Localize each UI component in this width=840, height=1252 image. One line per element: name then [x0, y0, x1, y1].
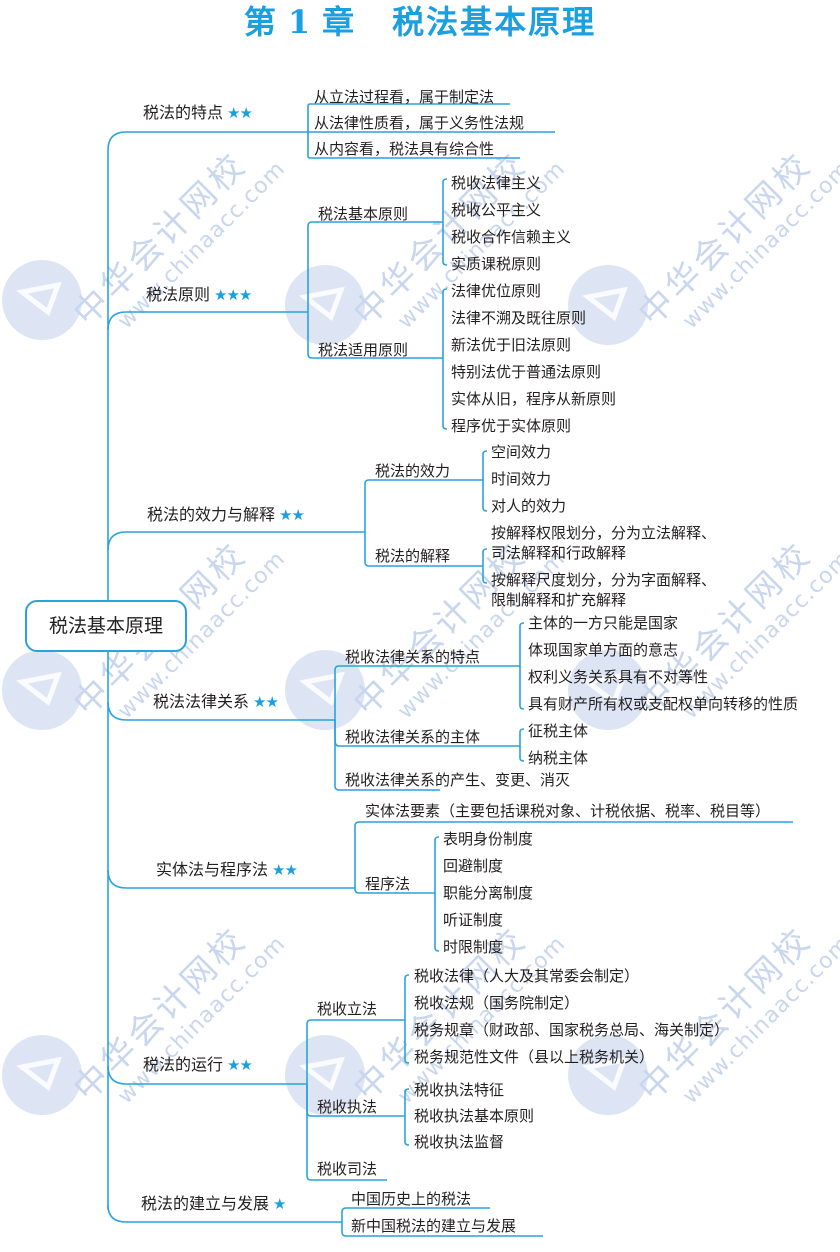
leaf-item: 税收法律主义 [451, 174, 542, 192]
leaf-item: 按解释权限划分，分为立法解释、司法解释和行政解释 [491, 524, 717, 562]
leaf-item: 权利义务关系具有不对等性 [528, 668, 709, 686]
sub-branch-substantive-elements: 实体法要素（主要包括课税对象、计税依据、税率、税目等） [365, 802, 771, 820]
leaf-item: 税收公平主义 [451, 201, 542, 219]
sub-branch-relationship-lifecycle: 税收法律关系的产生、变更、消灭 [345, 771, 571, 789]
sub-branch-procedural-law: 程序法 [365, 875, 411, 893]
leaf-item: 税务规章（财政部、国家税务总局、海关制定） [414, 1021, 730, 1039]
branch-label: 税法的效力与解释 [147, 505, 276, 524]
leaf-item: 税收合作信赖主义 [451, 228, 572, 246]
sub-branch-effect: 税法的效力 [375, 462, 451, 480]
branch-effect-and-interpretation: 税法的效力与解释★★ [147, 505, 305, 525]
leaf-item: 程序优于实体原则 [451, 417, 572, 435]
root-node: 税法基本原理 [25, 600, 187, 652]
branch-substantive-and-procedural-law: 实体法与程序法★★ [156, 860, 298, 880]
importance-stars-icon: ★★ [227, 1056, 253, 1074]
branch-label: 税法法律关系 [153, 692, 250, 711]
sub-branch-tax-enforcement: 税收执法 [317, 1098, 378, 1116]
sub-branch-tax-judiciary: 税收司法 [317, 1160, 378, 1178]
sub-branch-interpretation: 税法的解释 [375, 547, 451, 565]
branch-label: 实体法与程序法 [156, 860, 269, 879]
branch-tax-law-principles: 税法原则★★★ [146, 285, 252, 305]
leaf-item: 听证制度 [443, 911, 504, 929]
sub-branch-tax-legislation: 税收立法 [317, 1000, 378, 1018]
leaf-item: 税收执法基本原则 [414, 1107, 535, 1125]
branch-label: 税法的运行 [143, 1055, 224, 1074]
leaf-item: 实体从旧，程序从新原则 [451, 390, 617, 408]
leaf-item: 按解释尺度划分，分为字面解释、限制解释和扩充解释 [491, 571, 717, 609]
importance-stars-icon: ★★ [253, 693, 279, 711]
branch-legal-relationship: 税法法律关系★★ [153, 692, 279, 712]
leaf-item: 从法律性质看，属于义务性法规 [314, 114, 525, 132]
leaf-item: 新法优于旧法原则 [451, 336, 572, 354]
leaf-item: 体现国家单方面的意志 [528, 641, 679, 659]
sub-branch-relationship-features: 税收法律关系的特点 [345, 648, 481, 666]
leaf-item: 具有财产所有权或支配权单向转移的性质 [528, 695, 799, 713]
branch-label: 税法的特点 [143, 103, 224, 122]
branch-tax-law-features: 税法的特点★★ [143, 103, 253, 123]
leaf-item: 对人的效力 [491, 497, 567, 515]
leaf-item: 法律不溯及既往原则 [451, 309, 587, 327]
leaf-item: 新中国税法的建立与发展 [351, 1217, 517, 1235]
leaf-item: 征税主体 [528, 722, 589, 740]
leaf-item: 表明身份制度 [443, 830, 534, 848]
leaf-item: 税务规范性文件（县以上税务机关） [414, 1048, 655, 1066]
leaf-item: 时间效力 [491, 470, 552, 488]
branch-label: 税法的建立与发展 [141, 1194, 270, 1213]
importance-stars-icon: ★★ [272, 861, 298, 879]
leaf-item: 纳税主体 [528, 749, 589, 767]
leaf-item: 税收法律（人大及其常委会制定） [414, 967, 640, 985]
leaf-item: 特别法优于普通法原则 [451, 363, 602, 381]
sub-branch-basic-principles: 税法基本原则 [318, 205, 409, 223]
leaf-item: 时限制度 [443, 938, 504, 956]
leaf-item: 职能分离制度 [443, 884, 534, 902]
leaf-item: 税收法规（国务院制定） [414, 994, 580, 1012]
leaf-item: 中国历史上的税法 [351, 1190, 472, 1208]
leaf-item: 从内容看，税法具有综合性 [314, 140, 495, 158]
leaf-item: 实质课税原则 [451, 255, 542, 273]
leaf-item: 从立法过程看，属于制定法 [314, 88, 495, 106]
leaf-item: 法律优位原则 [451, 282, 542, 300]
branch-tax-law-operation: 税法的运行★★ [143, 1055, 253, 1075]
sub-branch-relationship-subjects: 税收法律关系的主体 [345, 728, 481, 746]
leaf-item: 税收执法特征 [414, 1081, 505, 1099]
leaf-item: 主体的一方只能是国家 [528, 614, 679, 632]
leaf-item: 税收执法监督 [414, 1133, 505, 1151]
branch-establishment-and-development: 税法的建立与发展★ [141, 1194, 287, 1214]
branch-label: 税法原则 [146, 285, 211, 304]
leaf-item: 回避制度 [443, 857, 504, 875]
sub-branch-application-principles: 税法适用原则 [318, 341, 409, 359]
importance-stars-icon: ★★★ [214, 286, 252, 304]
importance-stars-icon: ★★ [227, 104, 253, 122]
importance-stars-icon: ★ [273, 1195, 286, 1213]
importance-stars-icon: ★★ [279, 506, 305, 524]
leaf-item: 空间效力 [491, 443, 552, 461]
